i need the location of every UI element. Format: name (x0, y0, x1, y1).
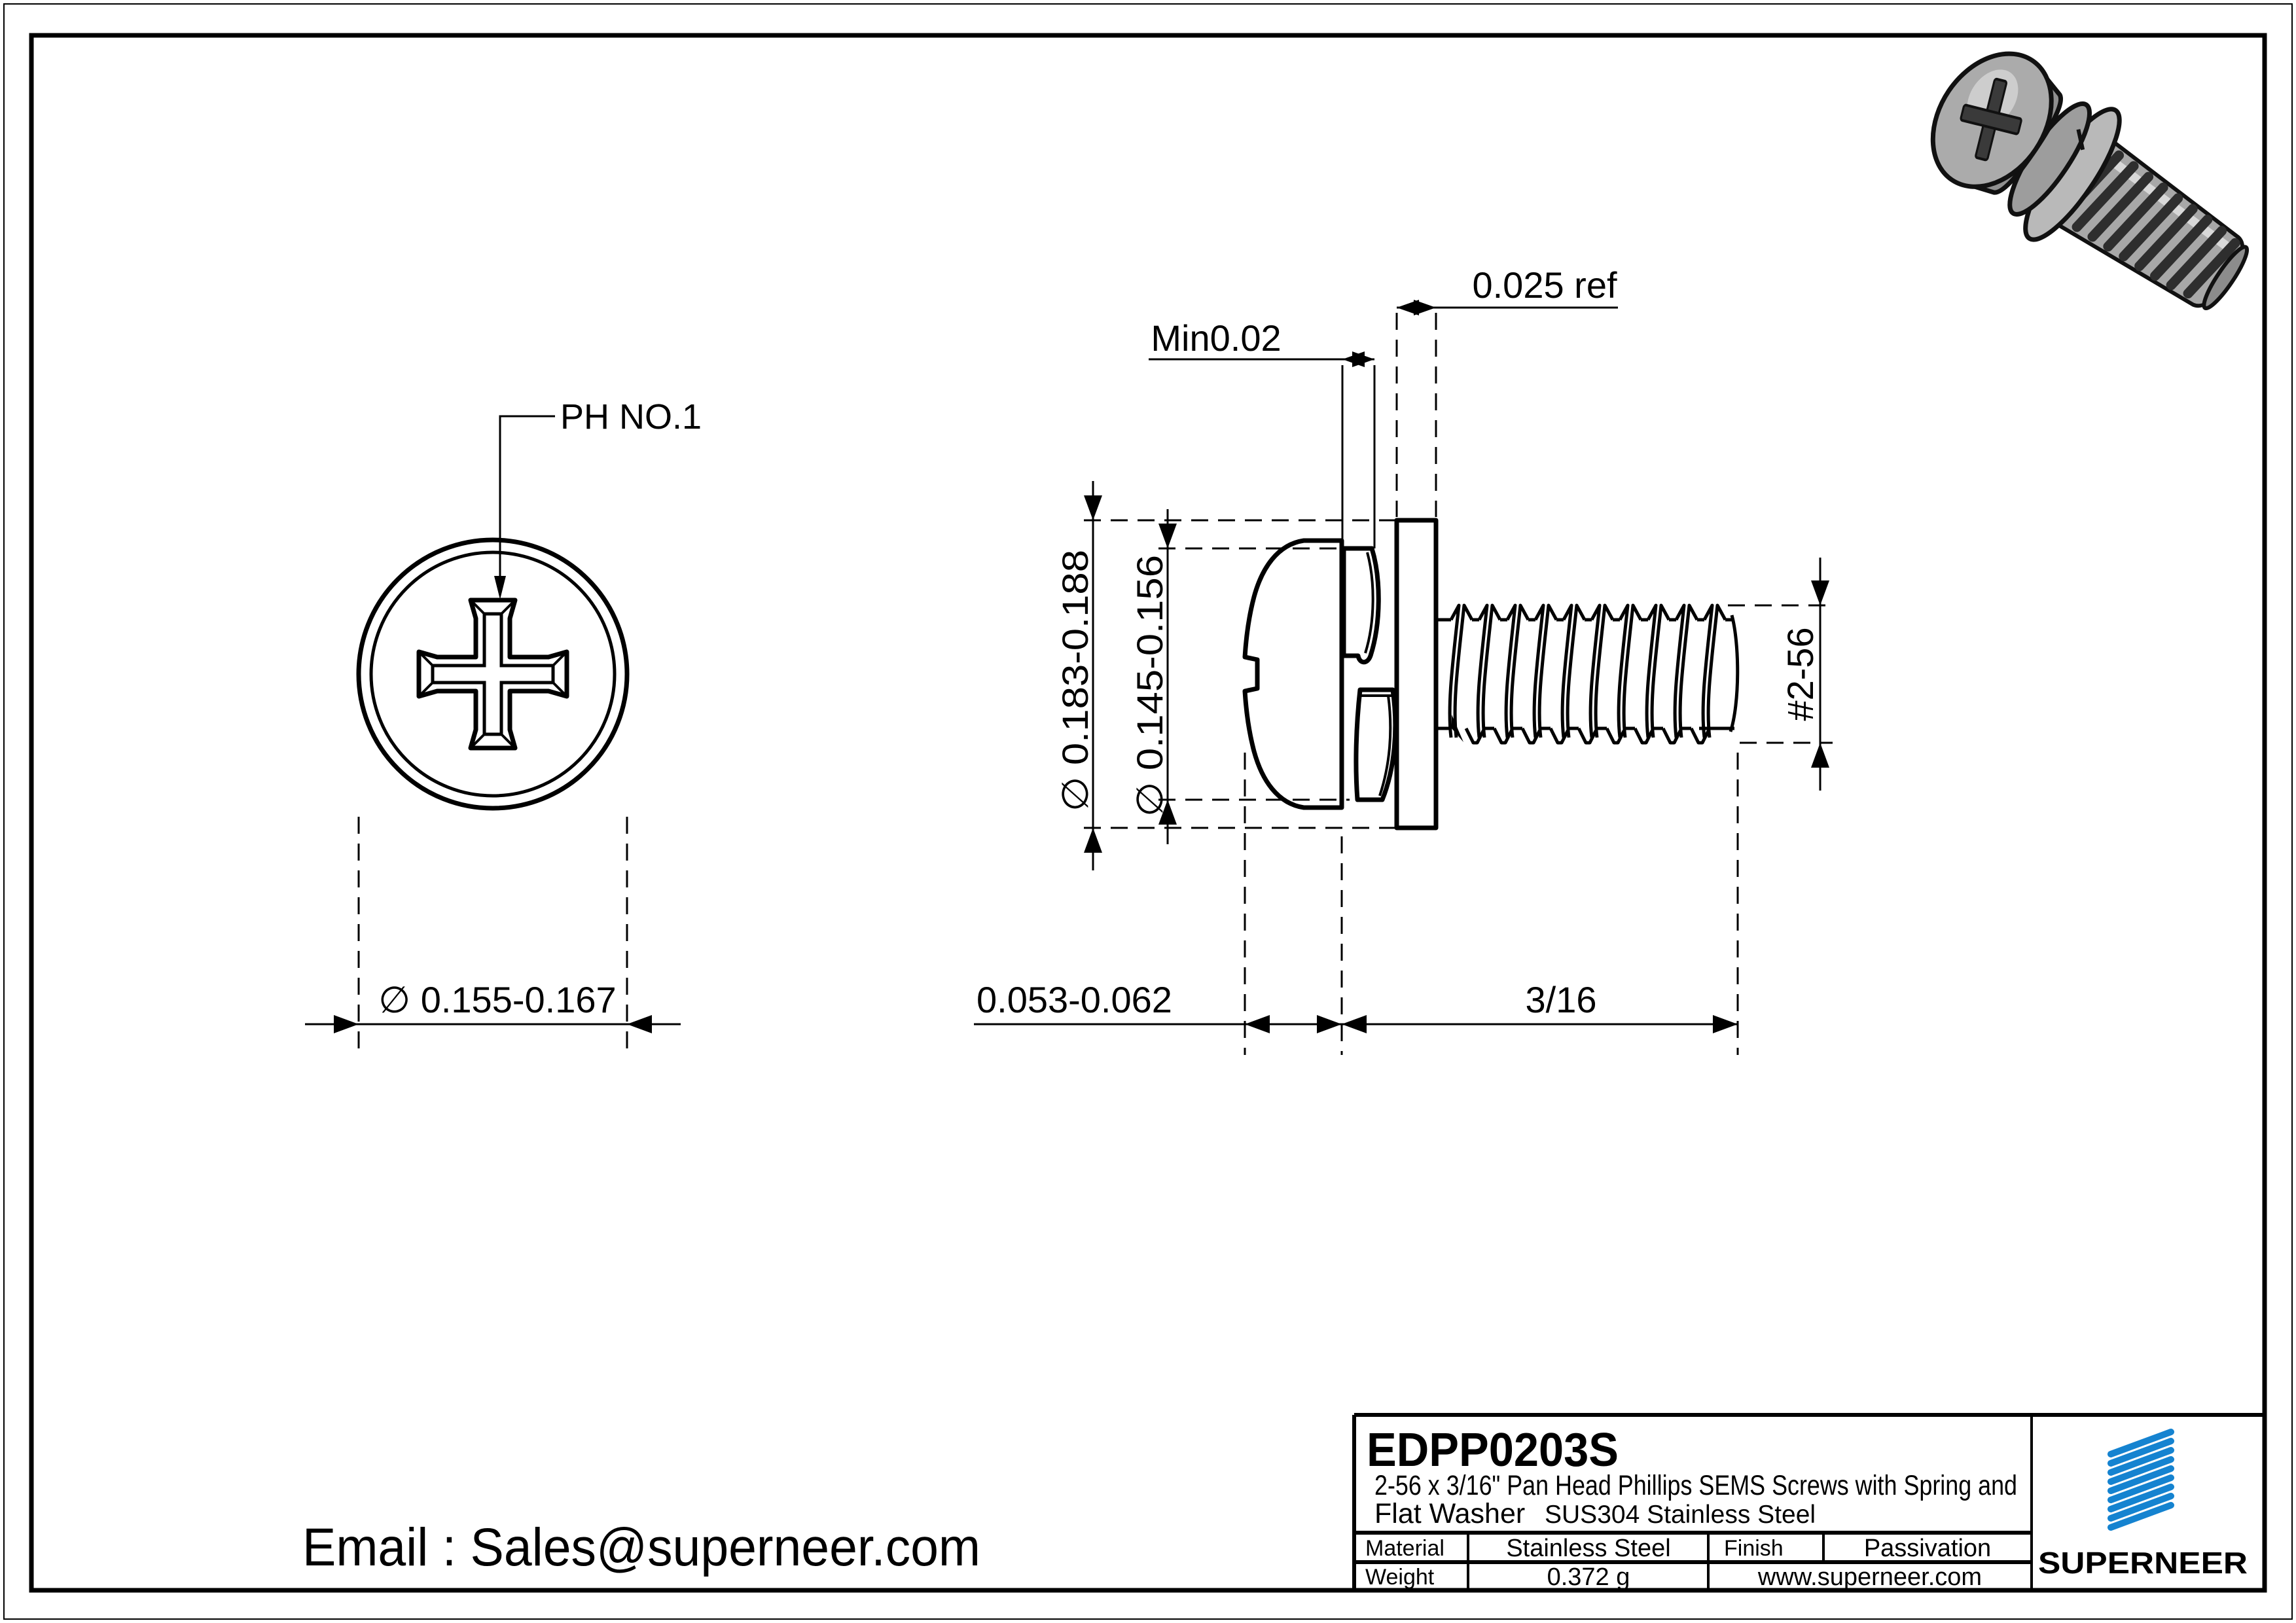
screw-tip-3d (2202, 245, 2250, 311)
front-dim-arrow-left (334, 1015, 359, 1033)
pan-head-profile (1242, 538, 1344, 810)
drawing-frame (29, 33, 2267, 1593)
description-line1: 2-56 x 3/16" Pan Head Phillips SEMS Scre… (1374, 1470, 2017, 1501)
finish-label: Finish (1724, 1536, 1784, 1561)
spring-od-dim: ∅ 0.145-0.156 (1129, 555, 1170, 817)
screw-3d-render (1930, 51, 2250, 311)
bottom-extension-lines (1244, 753, 1739, 1055)
spring-washer-upper-detail (1364, 552, 1374, 654)
spring-thk-extensions (1341, 365, 1376, 548)
spring-od-extensions (1158, 547, 1350, 801)
head-diameter-dim: ∅ 0.155-0.167 (378, 979, 616, 1020)
washer-thk-extensions (1395, 313, 1437, 517)
thread-size-dim: #2-56 (1780, 627, 1821, 721)
superneer-logo-icon (2108, 1429, 2174, 1531)
washer-od-arrow-bottom (1084, 828, 1102, 853)
washer-thickness-dim: 0.025 ref (1472, 264, 1617, 306)
material-label: Material (1365, 1536, 1444, 1561)
spring-washer-lower-detail (1359, 694, 1392, 796)
title-block: EDPP0203S 2-56 x 3/16" Pan Head Phillips… (1352, 1413, 2265, 1591)
phillips-tip-chamfers (418, 599, 568, 749)
washer-thk-arrow-right (1414, 300, 1436, 315)
washer-od-dim: ∅ 0.183-0.188 (1054, 550, 1096, 812)
website-link[interactable]: www.superneer.com (1757, 1563, 1982, 1591)
table-column-lines (1467, 1533, 1825, 1590)
thread-length-dim: 3/16 (1526, 979, 1597, 1020)
brand-name: SUPERNEER (2038, 1546, 2248, 1580)
front-extension-lines (357, 817, 628, 1055)
description-line2-spec: SUS304 Stainless Steel (1545, 1501, 1816, 1529)
thread-size-arrow-bottom (1811, 743, 1829, 768)
thread-runout (1452, 715, 1463, 742)
material-value: Stainless Steel (1506, 1535, 1670, 1562)
spring-thickness-dim: Min0.02 (1151, 317, 1281, 359)
thread-size-arrow-top (1811, 580, 1829, 605)
thread-size-extensions (1728, 604, 1833, 744)
spring-od-arrow-bottom (1158, 800, 1177, 825)
finish-value: Passivation (1864, 1535, 1991, 1562)
head-inner-circle (369, 550, 617, 798)
length-arrow-left (1342, 1015, 1367, 1033)
contact-email[interactable]: Email : Sales@superneer.com (302, 1518, 980, 1577)
drive-label: PH NO.1 (560, 397, 702, 437)
head-height-arrow-left (1245, 1015, 1270, 1033)
page-outer-border (3, 3, 2293, 1620)
spring-thk-arrow-right (1352, 351, 1374, 367)
front-dim-arrow-right (627, 1015, 652, 1033)
ph-leader-line (499, 415, 555, 579)
description-line2: Flat Washer (1374, 1498, 1525, 1529)
phillips-3d (1960, 77, 2022, 162)
washer-od-arrow-top (1084, 495, 1102, 520)
spring-split-3d (2076, 129, 2085, 151)
front-view: PH NO.1 ∅ 0.155-0.167 (305, 397, 702, 1055)
part-number: EDPP0203S (1367, 1424, 1619, 1476)
head-height-dim: 0.053-0.062 (977, 979, 1172, 1020)
washer-thk-arrow-left (1397, 300, 1419, 315)
ph-leader-arrow (494, 576, 506, 599)
head-height-arrow-right (1317, 1015, 1342, 1033)
spring-od-arrow-top (1158, 524, 1177, 548)
weight-value: 0.372 g (1547, 1563, 1630, 1591)
phillips-cross-outer (416, 597, 569, 751)
length-arrow-right (1713, 1015, 1738, 1033)
side-view: Min0.02 0.025 ref ∅ 0.183-0.188 ∅ 0.145-… (974, 264, 1833, 1055)
thread-profile (1436, 603, 1740, 745)
flat-washer (1394, 518, 1439, 830)
weight-label: Weight (1365, 1565, 1435, 1590)
